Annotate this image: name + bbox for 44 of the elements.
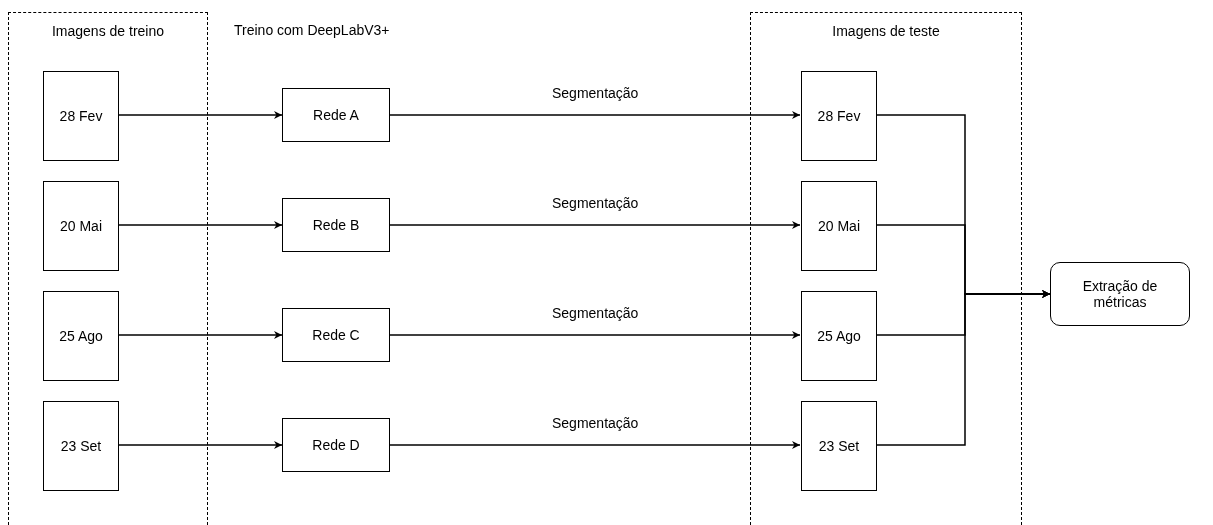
arrow xyxy=(117,441,283,449)
process-box xyxy=(282,308,390,362)
arrow xyxy=(117,331,283,339)
node-label: 28 Fev xyxy=(817,108,861,124)
node-label: Rede B xyxy=(312,217,360,233)
process-box xyxy=(43,181,119,271)
node-label: 23 Set xyxy=(818,438,860,454)
process-box xyxy=(801,181,877,271)
node-label: 20 Mai xyxy=(60,218,102,234)
edge-label: Segmentação xyxy=(550,85,641,101)
process-box xyxy=(282,418,390,472)
node-label: 20 Mai xyxy=(818,218,860,234)
arrow xyxy=(117,111,283,119)
node-label: 23 Set xyxy=(60,438,102,454)
rounded-process-box xyxy=(1050,262,1190,326)
column-heading: Treino com DeepLabV3+ xyxy=(232,22,392,38)
process-box xyxy=(43,291,119,381)
node-label: Extração de métricas xyxy=(1081,278,1159,310)
node-label: 25 Ago xyxy=(817,328,861,344)
process-box xyxy=(282,88,390,142)
node-label: Rede C xyxy=(312,327,360,343)
arrow xyxy=(389,331,801,339)
arrow xyxy=(117,221,283,229)
edge-label: Segmentação xyxy=(550,415,641,431)
process-box xyxy=(801,291,877,381)
dashed-group-frame xyxy=(8,12,208,525)
group-heading: Imagens de teste xyxy=(831,23,941,39)
arrow xyxy=(389,441,801,449)
process-box xyxy=(801,401,877,491)
process-box xyxy=(43,401,119,491)
node-label: 28 Fev xyxy=(59,108,103,124)
node-label: Rede D xyxy=(312,437,360,453)
arrow xyxy=(389,111,801,119)
arrow xyxy=(875,290,1051,446)
dashed-group-frame xyxy=(750,12,1022,525)
process-box xyxy=(43,71,119,161)
arrow xyxy=(389,221,801,229)
node-label: 25 Ago xyxy=(59,328,103,344)
group-heading: Imagens de treino xyxy=(50,23,166,39)
edge-label: Segmentação xyxy=(550,305,641,321)
edge-label: Segmentação xyxy=(550,195,641,211)
node-label: Rede A xyxy=(313,107,359,123)
process-box xyxy=(282,198,390,252)
process-box xyxy=(801,71,877,161)
